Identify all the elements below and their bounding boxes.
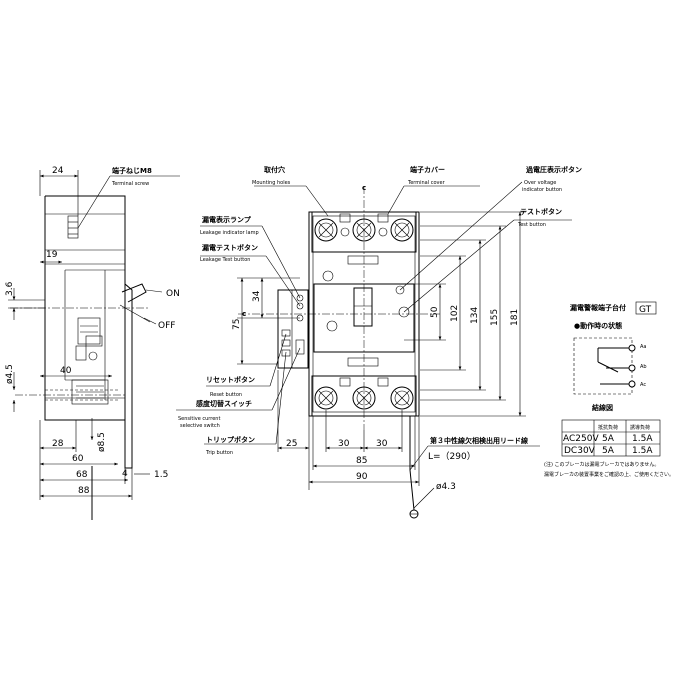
mounting-holes-label-jp: 取付穴	[264, 165, 285, 174]
leakage-module	[277, 289, 309, 369]
dim-50: 50	[430, 306, 440, 318]
terminal-cover-label-jp: 端子カバー	[410, 165, 445, 174]
dim-24: 24	[52, 166, 64, 176]
dim-25: 25	[286, 439, 297, 449]
dim-181: 181	[510, 309, 520, 326]
terminal-screw-label-jp: 端子ねじM8	[112, 166, 152, 175]
alarm-code: GT	[639, 305, 652, 315]
on-label: ON	[166, 289, 180, 299]
table-cell: 5A	[602, 434, 615, 444]
dim-19: 19	[46, 250, 58, 260]
terminal-ab: Ab	[640, 364, 647, 370]
sens-switch-label-en2: selective switch	[180, 423, 220, 429]
terminal-aa: Aa	[640, 344, 646, 350]
top-terminal-screws	[314, 213, 414, 242]
leak-lamp-label-jp: 漏電表示ランプ	[202, 215, 252, 224]
terminal-ac: Ac	[640, 382, 646, 388]
dim-90: 90	[356, 472, 368, 482]
ov-button-label-en2: indicator button	[522, 187, 562, 193]
table-header-inductive: 誘導負荷	[630, 424, 650, 431]
lead-wire-label: 第３中性線欠相検出用リード線	[430, 436, 528, 445]
dim-85: 85	[356, 456, 367, 466]
dim-134: 134	[470, 307, 480, 324]
table-cell: DC30V	[564, 446, 596, 456]
center-mark-top: c	[362, 184, 366, 192]
dim-30-a: 30	[338, 439, 350, 449]
dim-40: 40	[60, 366, 72, 376]
front-view: c c 34 75 25 30 30	[176, 165, 582, 519]
test-button-label-en: Test button	[517, 222, 546, 228]
table-cell: 5A	[602, 446, 615, 456]
alarm-terminal-block: 漏電警報端子台付 GT ●動作時の状態 Aa Ab Ac 結線図 抵抗負荷 誘導…	[544, 301, 674, 478]
ov-button-label-jp: 過電圧表示ボタン	[525, 165, 582, 174]
dim-102: 102	[450, 305, 460, 322]
table-cell: AC250V	[563, 434, 599, 444]
dim-30-b: 30	[376, 439, 388, 449]
trip-label-en: Trip button	[205, 450, 233, 456]
dim-68: 68	[76, 470, 88, 480]
leak-test-label-jp: 漏電テストボタン	[202, 243, 258, 252]
sens-switch-label-jp: 感度切替スイッチ	[196, 399, 252, 408]
dim-4: 4	[122, 469, 128, 479]
center-mark-left: c	[242, 310, 246, 318]
ov-button-label-en1: Over voltage	[524, 180, 556, 186]
hole-dia-label: ø4.3	[436, 482, 456, 492]
reset-label-jp: リセットボタン	[206, 375, 255, 384]
dim-1-5: 1.5	[154, 470, 168, 480]
trip-label-jp: トリップボタン	[206, 435, 255, 444]
alarm-state: ●動作時の状態	[574, 321, 622, 330]
side-view: 24 19 3.6 ø4.5 40 28 ø8.5 60 68 88 4 1.5	[5, 166, 180, 520]
dim-3-6: 3.6	[5, 281, 15, 296]
reset-label-en: Reset button	[210, 392, 242, 398]
lead-wire-front	[409, 416, 415, 511]
terminal-cover-label-en: Terminal cover	[407, 180, 446, 186]
leak-test-label-en: Leakage Test button	[200, 257, 250, 263]
dim-dia-4-5: ø4.5	[5, 364, 15, 384]
front-handle	[353, 287, 373, 327]
alarm-title: 漏電警報端子台付	[570, 303, 626, 312]
note-line-1: (注) このブレーカは漏電ブレーカではありません。	[544, 461, 659, 468]
handle	[121, 283, 147, 303]
ratings-table: 抵抗負荷 誘導負荷 AC250V 5A 1.5A DC30V 5A 1.5A	[561, 419, 661, 457]
dim-75: 75	[232, 319, 242, 330]
dim-88: 88	[78, 486, 90, 496]
dim-28: 28	[52, 439, 64, 449]
terminal-screw-label-en: Terminal screw	[111, 181, 149, 187]
dim-60: 60	[72, 454, 84, 464]
table-header-resistive: 抵抗負荷	[598, 424, 618, 431]
mounting-holes-label-en: Mounting holes	[252, 180, 291, 186]
table-cell: 1.5A	[632, 446, 653, 456]
table-cell: 1.5A	[632, 434, 653, 444]
lead-length-label: L=（290）	[428, 451, 476, 462]
wiring-diagram-label: 結線図	[592, 403, 613, 412]
terminal-screw-side	[67, 215, 79, 239]
sens-switch-label-en1: Sensitive current	[178, 416, 220, 422]
dim-155: 155	[490, 309, 500, 326]
leak-lamp-label-en: Leakage indicator lamp	[200, 230, 259, 236]
dim-34: 34	[252, 290, 262, 302]
off-label: OFF	[158, 321, 175, 331]
test-button-label-jp: テストボタン	[520, 207, 562, 216]
dim-dia-8-5: ø8.5	[97, 432, 107, 452]
note-line-2: 漏電ブレーカの装置事業をご確認の上、ご使用ください。	[544, 471, 674, 478]
